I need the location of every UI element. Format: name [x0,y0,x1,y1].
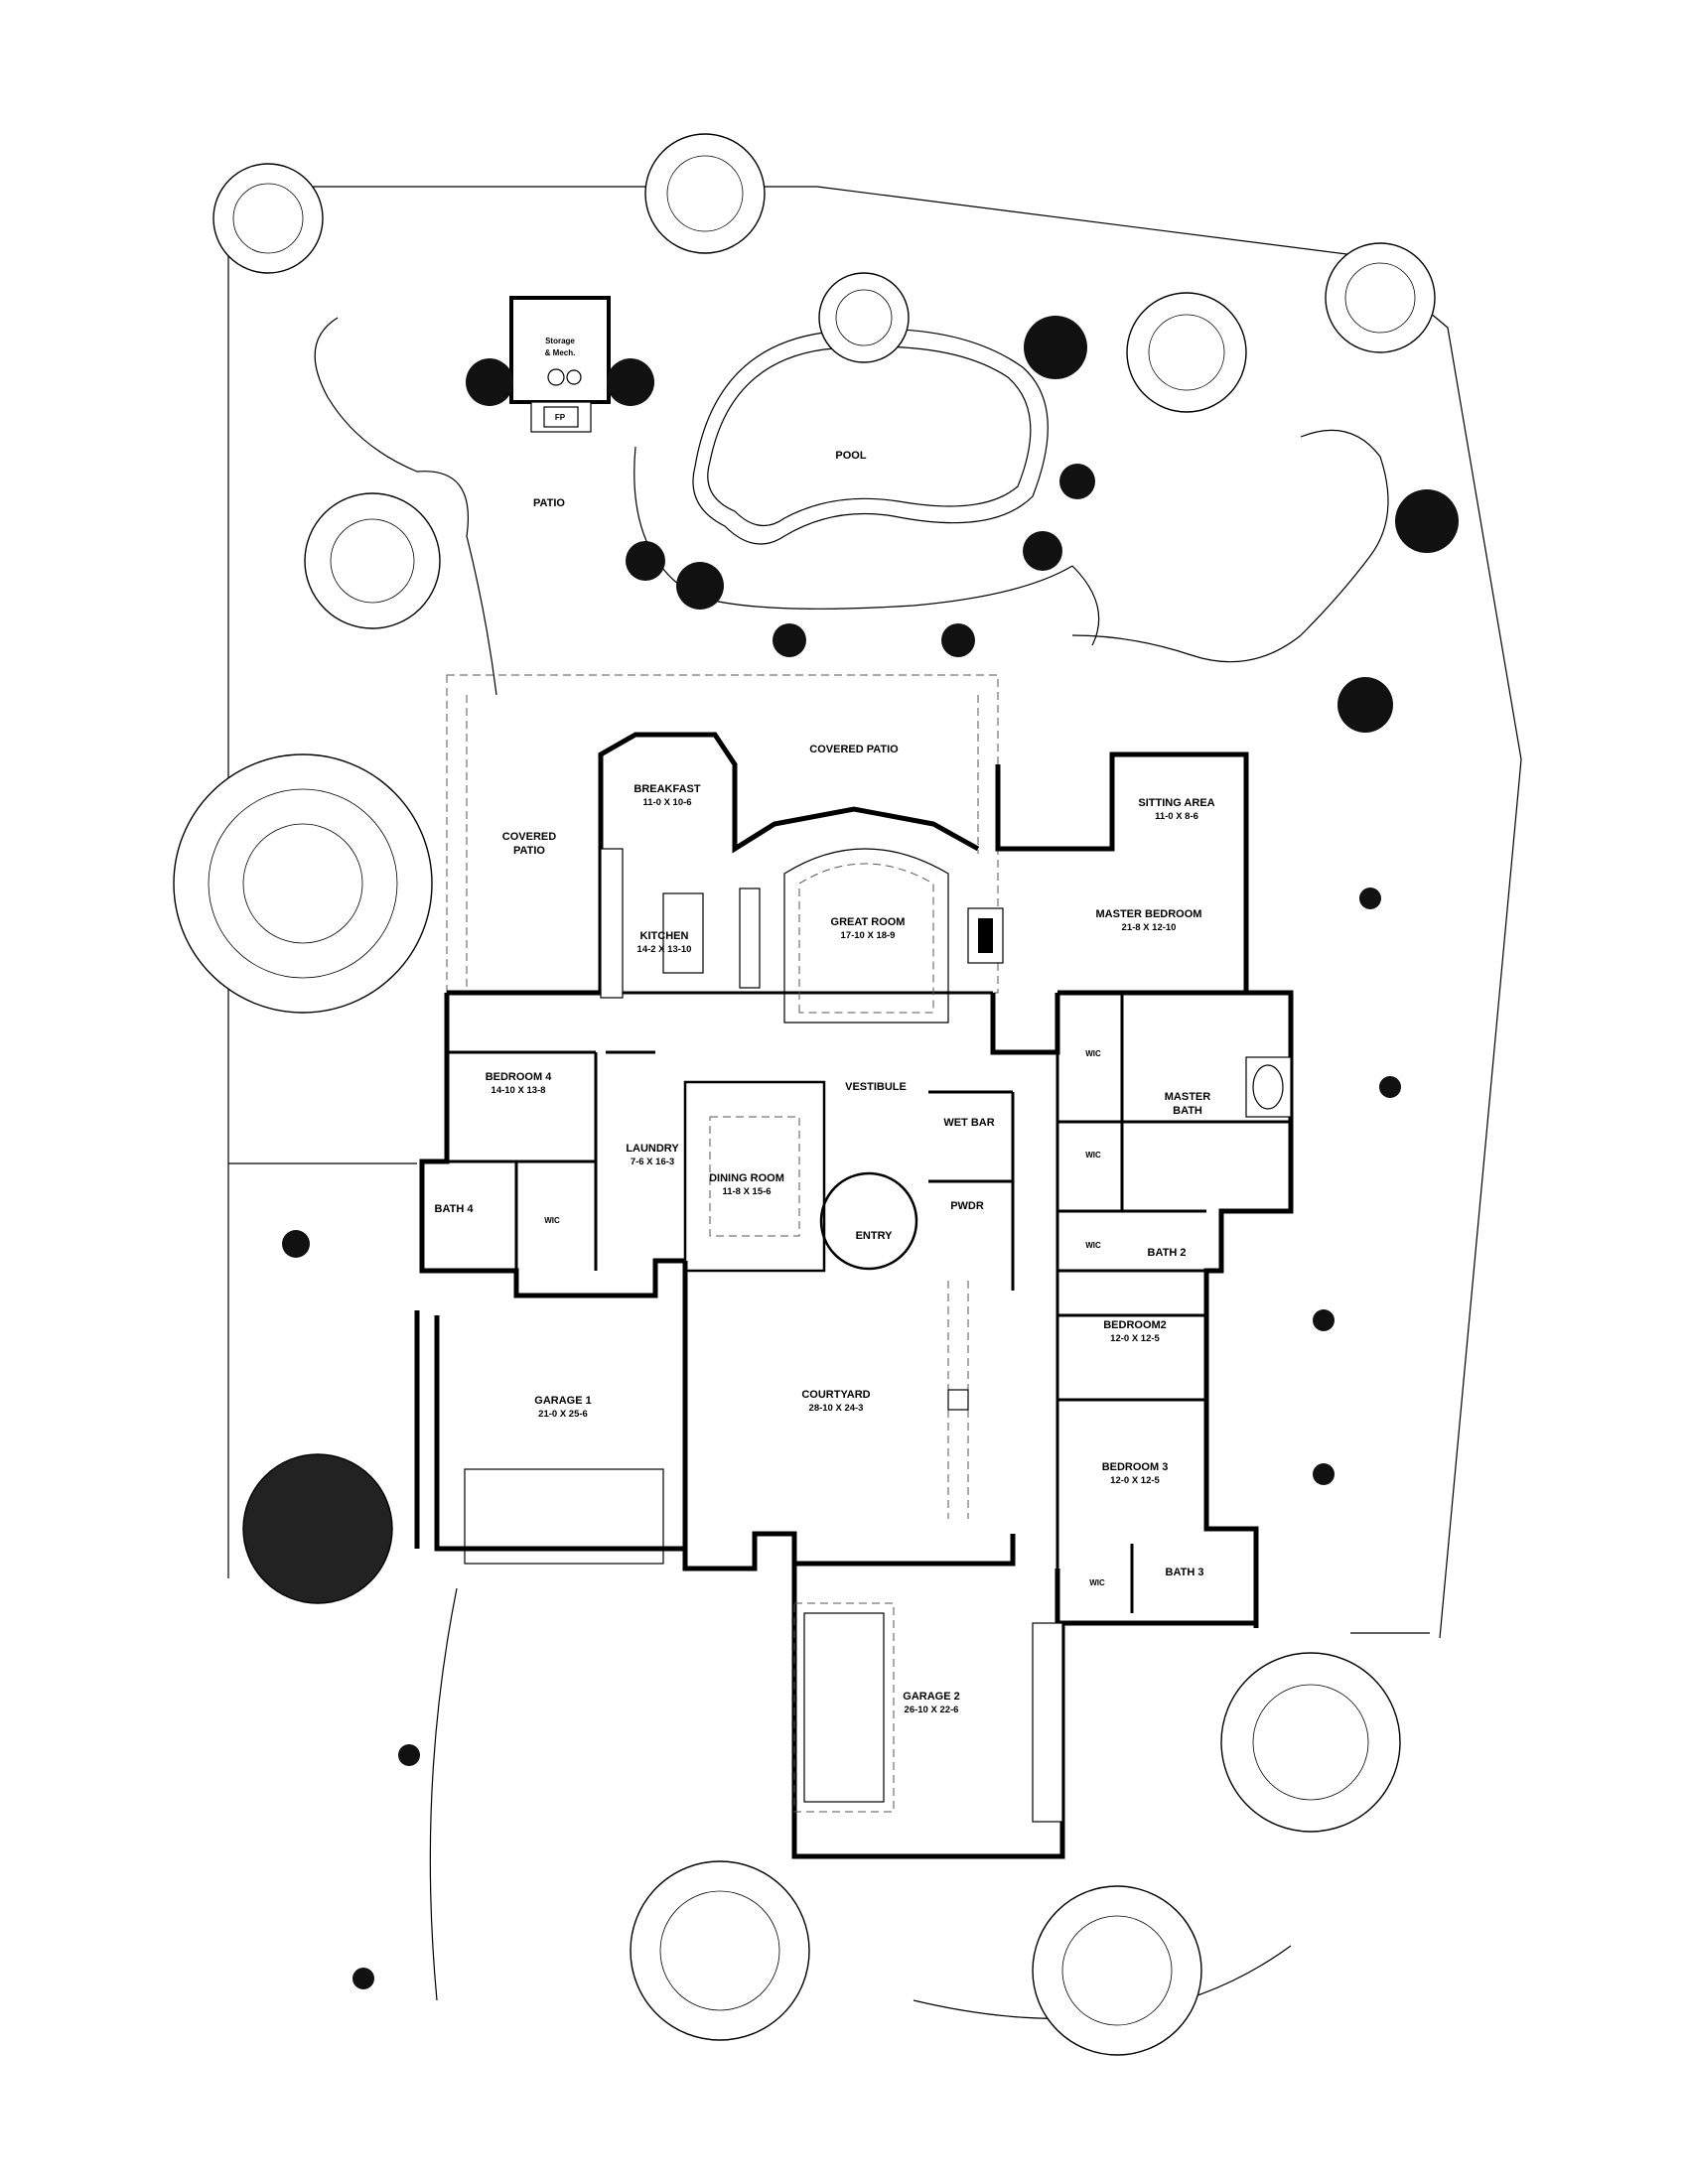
courtyard-label: COURTYARD [801,1389,870,1401]
covered-patio-side-label-2: PATIO [513,845,545,857]
wic-bed4-label: WIC [544,1216,560,1225]
sitting-area-label: SITTING AREA [1138,797,1214,809]
kitchen-label: KITCHEN [640,930,689,942]
breakfast-dim: 11-0 X 10-6 [642,797,691,808]
wic-master-1-label: WIC [1085,1049,1101,1058]
tree-patio [304,492,441,629]
bedroom4-label: BEDROOM 4 [486,1071,553,1083]
bedroom3-label: BEDROOM 3 [1102,1461,1169,1473]
master-bedroom-label: MASTER BEDROOM [1096,908,1202,920]
storage-building: Storage & Mech. FP [509,296,611,433]
storage-label: Storage [545,337,575,345]
wet-bar-label: WET BAR [943,1117,994,1129]
great-room-dim: 17-10 X 18-9 [841,930,896,941]
patio-label: PATIO [533,497,565,509]
master-bath-label-1: MASTER [1165,1091,1211,1103]
courtyard-dim: 28-10 X 24-3 [809,1403,864,1414]
garage2-label: GARAGE 2 [903,1691,959,1703]
bath4-label: BATH 4 [435,1203,475,1215]
covered-patio-main-label: COVERED PATIO [809,744,899,755]
breakfast-label: BREAKFAST [633,783,701,795]
tree-top-center [644,133,766,254]
bedroom3-dim: 12-0 X 12-5 [1110,1475,1160,1486]
dining-room-label: DINING ROOM [709,1172,784,1184]
bath3-label: BATH 3 [1166,1567,1204,1578]
tree-large-left [173,753,433,1014]
tree-top-right [1325,242,1436,353]
garage1-label: GARAGE 1 [534,1395,591,1407]
covered-patio-side-label-1: COVERED [502,831,556,843]
tree-bottom-center [630,1860,810,2041]
pool-label: POOL [835,450,866,462]
garage1-dim: 21-0 X 25-6 [538,1409,588,1420]
vestibule-label: VESTIBULE [845,1081,907,1093]
landscape-shrubs [282,316,1459,1989]
dining-room-dim: 11-8 X 15-6 [722,1186,771,1197]
great-room-label: GREAT ROOM [831,916,906,928]
tree-garage-right [1220,1652,1401,1833]
tree-bottom-right [1032,1885,1202,2056]
wic-bath3-label: WIC [1089,1578,1105,1587]
master-bedroom-dim: 21-8 X 12-10 [1122,922,1177,933]
landscape-trees [173,133,1436,2056]
house-walls [414,674,1294,1859]
laundry-dim: 7-6 X 16-3 [631,1157,674,1167]
garage2-dim: 26-10 X 22-6 [905,1705,959,1715]
tree-bottom-left [242,1453,393,1604]
laundry-label: LAUNDRY [626,1143,679,1155]
kitchen-dim: 14-2 X 13-10 [637,944,692,955]
entry-label: ENTRY [856,1230,894,1242]
bedroom4-dim: 14-10 X 13-8 [492,1085,546,1096]
storage-label-2: & Mech. [545,348,576,357]
bath2-label: BATH 2 [1148,1247,1187,1259]
sitting-area-dim: 11-0 X 8-6 [1155,811,1198,822]
pwdr-label: PWDR [950,1200,984,1212]
tree-right [1126,292,1247,413]
tree-top-left [212,163,324,274]
bedroom2-label: BEDROOM2 [1103,1319,1167,1331]
wic-master-2-label: WIC [1085,1151,1101,1160]
tree-pool [818,272,910,363]
room-labels: POOL PATIO COVERED PATIO COVERED PATIO B… [435,450,1215,1715]
bedroom2-dim: 12-0 X 12-5 [1110,1333,1160,1344]
wic-bath2-label: WIC [1085,1241,1101,1250]
fp-label: FP [555,413,566,422]
master-bath-label-2: BATH [1173,1105,1202,1117]
